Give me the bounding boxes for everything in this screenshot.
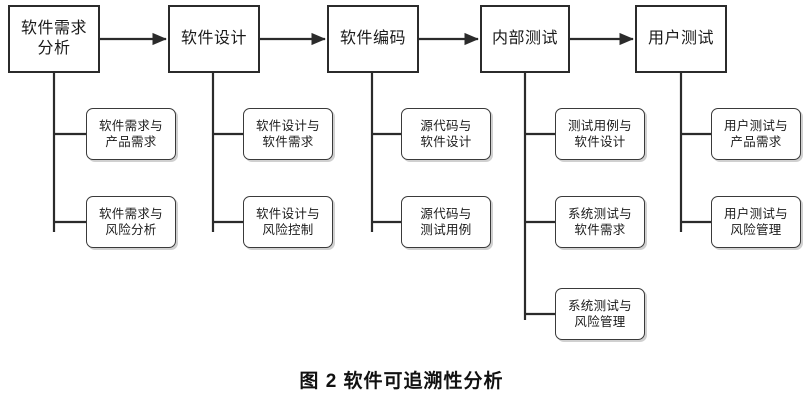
stage-box-user-testing[interactable]: 用户测试	[635, 5, 727, 73]
figure-caption: 图 2 软件可追溯性分析	[299, 371, 504, 392]
trace-box-design-vs-req[interactable]: 软件设计与 软件需求	[243, 108, 333, 160]
trace-box-req-vs-product[interactable]: 软件需求与 产品需求	[86, 108, 176, 160]
stage-box-internal-testing[interactable]: 内部测试	[480, 5, 570, 73]
trace-box-usertest-vs-risk[interactable]: 用户测试与 风险管理	[711, 196, 801, 248]
stage-box-requirements-analysis[interactable]: 软件需求 分析	[8, 5, 100, 73]
trace-box-usertest-vs-product[interactable]: 用户测试与 产品需求	[711, 108, 801, 160]
trace-box-code-vs-design[interactable]: 源代码与 软件设计	[401, 108, 491, 160]
trace-box-systest-vs-req[interactable]: 系统测试与 软件需求	[555, 196, 645, 248]
trace-box-design-vs-risk[interactable]: 软件设计与 风险控制	[243, 196, 333, 248]
stage-box-software-design[interactable]: 软件设计	[168, 5, 260, 73]
trace-box-testcase-vs-design[interactable]: 测试用例与 软件设计	[555, 108, 645, 160]
trace-box-req-vs-risk[interactable]: 软件需求与 风险分析	[86, 196, 176, 248]
stage-box-software-coding[interactable]: 软件编码	[327, 5, 419, 73]
trace-box-code-vs-testcase[interactable]: 源代码与 测试用例	[401, 196, 491, 248]
trace-box-systest-vs-risk[interactable]: 系统测试与 风险管理	[555, 288, 645, 340]
